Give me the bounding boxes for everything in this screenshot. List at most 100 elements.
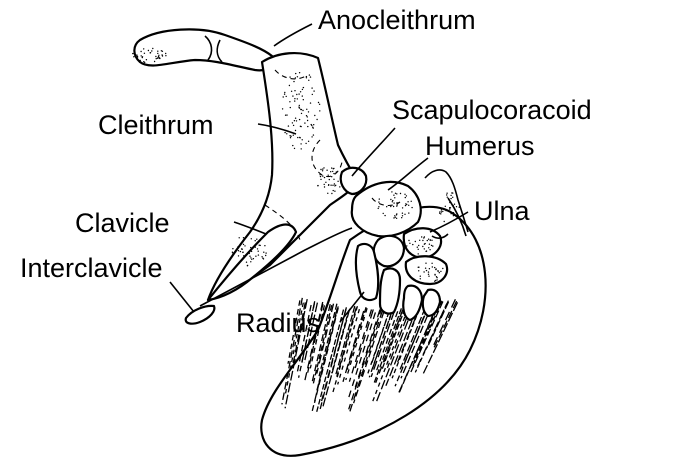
stipple-dot bbox=[432, 266, 433, 267]
stipple-dot bbox=[255, 247, 256, 248]
stipple-dot bbox=[154, 61, 155, 62]
stipple-dot bbox=[243, 255, 244, 256]
stipple-dot bbox=[146, 59, 147, 60]
stipple-dot bbox=[299, 72, 300, 73]
stipple-dot bbox=[305, 143, 306, 144]
label-cleithrum: Cleithrum bbox=[98, 110, 214, 140]
stipple-dot bbox=[452, 197, 453, 198]
stipple-dot bbox=[393, 202, 394, 203]
stipple-dot bbox=[391, 191, 392, 192]
stipple-dot bbox=[393, 195, 394, 196]
stipple-dot bbox=[437, 270, 438, 271]
stipple-dot bbox=[330, 171, 331, 172]
stipple-dot bbox=[296, 120, 297, 121]
stipple-dot bbox=[428, 271, 429, 272]
stipple-dot bbox=[249, 253, 250, 254]
stipple-dot bbox=[431, 263, 432, 264]
stipple-dot bbox=[243, 239, 244, 240]
stipple-dot bbox=[329, 179, 330, 180]
stipple-dot bbox=[302, 95, 303, 96]
stipple-dot bbox=[300, 91, 301, 92]
stipple-dot bbox=[326, 170, 327, 171]
stipple-dot bbox=[402, 215, 403, 216]
leader-anocleithrum bbox=[274, 24, 312, 46]
stipple-dot bbox=[428, 276, 429, 277]
stipple-dot bbox=[148, 50, 149, 51]
stipple-dot bbox=[313, 127, 314, 128]
stipple-dot bbox=[293, 135, 294, 136]
stipple-dot bbox=[136, 54, 137, 55]
stipple-dot bbox=[450, 213, 451, 214]
stipple-dot bbox=[284, 92, 285, 93]
stipple-dot bbox=[237, 246, 238, 247]
stipple-dot bbox=[295, 73, 296, 74]
stipple-dot bbox=[155, 56, 156, 57]
stipple-dot bbox=[251, 249, 252, 250]
stipple-dot bbox=[431, 245, 432, 246]
stipple-dot bbox=[446, 194, 447, 195]
stipple-dot bbox=[239, 237, 240, 238]
stipple-dot bbox=[439, 211, 440, 212]
stipple-dot bbox=[441, 211, 442, 212]
stipple-dot bbox=[423, 237, 424, 238]
stipple-dot bbox=[297, 98, 298, 99]
stipple-dot bbox=[282, 108, 283, 109]
stipple-dot bbox=[300, 126, 301, 127]
stipple-dot bbox=[411, 207, 412, 208]
stipple-dot bbox=[418, 267, 419, 268]
stipple-dot bbox=[440, 213, 441, 214]
stipple-dot bbox=[322, 168, 323, 169]
stipple-dot bbox=[320, 179, 321, 180]
stipple-dot bbox=[313, 134, 314, 135]
stipple-dot bbox=[434, 267, 435, 268]
stipple-dot bbox=[297, 137, 298, 138]
stipple-dot bbox=[429, 244, 430, 245]
stipple-dot bbox=[248, 234, 249, 235]
label-interclavicle: Interclavicle bbox=[20, 253, 163, 283]
stipple-dot bbox=[405, 205, 406, 206]
stipple-dot bbox=[296, 94, 297, 95]
stipple-dot bbox=[162, 55, 163, 56]
stipple-dot bbox=[157, 51, 158, 52]
stipple-dot bbox=[309, 74, 310, 75]
stipple-dot bbox=[378, 206, 379, 207]
stipple-dot bbox=[142, 57, 143, 58]
stipple-dot bbox=[396, 214, 397, 215]
stipple-dot bbox=[317, 185, 318, 186]
stipple-dot bbox=[451, 192, 452, 193]
stipple-dot bbox=[150, 52, 151, 53]
stipple-dot bbox=[294, 100, 295, 101]
stipple-dot bbox=[303, 87, 304, 88]
stipple-dot bbox=[333, 190, 334, 191]
stipple-dot bbox=[298, 93, 299, 94]
stipple-dot bbox=[434, 281, 435, 282]
stipple-dot bbox=[446, 193, 447, 194]
stipple-dot bbox=[400, 193, 401, 194]
stipple-dot bbox=[286, 96, 287, 97]
stipple-dot bbox=[390, 199, 391, 200]
stipple-dot bbox=[421, 236, 422, 237]
stipple-dot bbox=[442, 268, 443, 269]
stipple-dot bbox=[450, 198, 451, 199]
stipple-dot bbox=[322, 170, 323, 171]
label-clavicle: Clavicle bbox=[75, 208, 170, 238]
stipple-dot bbox=[320, 169, 321, 170]
stipple-dot bbox=[157, 57, 158, 58]
label-humerus: Humerus bbox=[425, 131, 535, 161]
label-ulna: Ulna bbox=[474, 196, 531, 226]
stipple-dot bbox=[243, 244, 244, 245]
stipple-dot bbox=[409, 243, 410, 244]
stipple-dot bbox=[450, 195, 451, 196]
stipple-dot bbox=[425, 263, 426, 264]
stipple-dot bbox=[301, 109, 302, 110]
stipple-dot bbox=[396, 205, 397, 206]
stipple-dot bbox=[418, 245, 419, 246]
stipple-dot bbox=[327, 193, 328, 194]
stipple-dot bbox=[328, 185, 329, 186]
stipple-dot bbox=[434, 274, 435, 275]
stipple-dot bbox=[334, 183, 335, 184]
stipple-dot bbox=[246, 262, 247, 263]
stipple-dot bbox=[411, 201, 412, 202]
stipple-dot bbox=[244, 245, 245, 246]
